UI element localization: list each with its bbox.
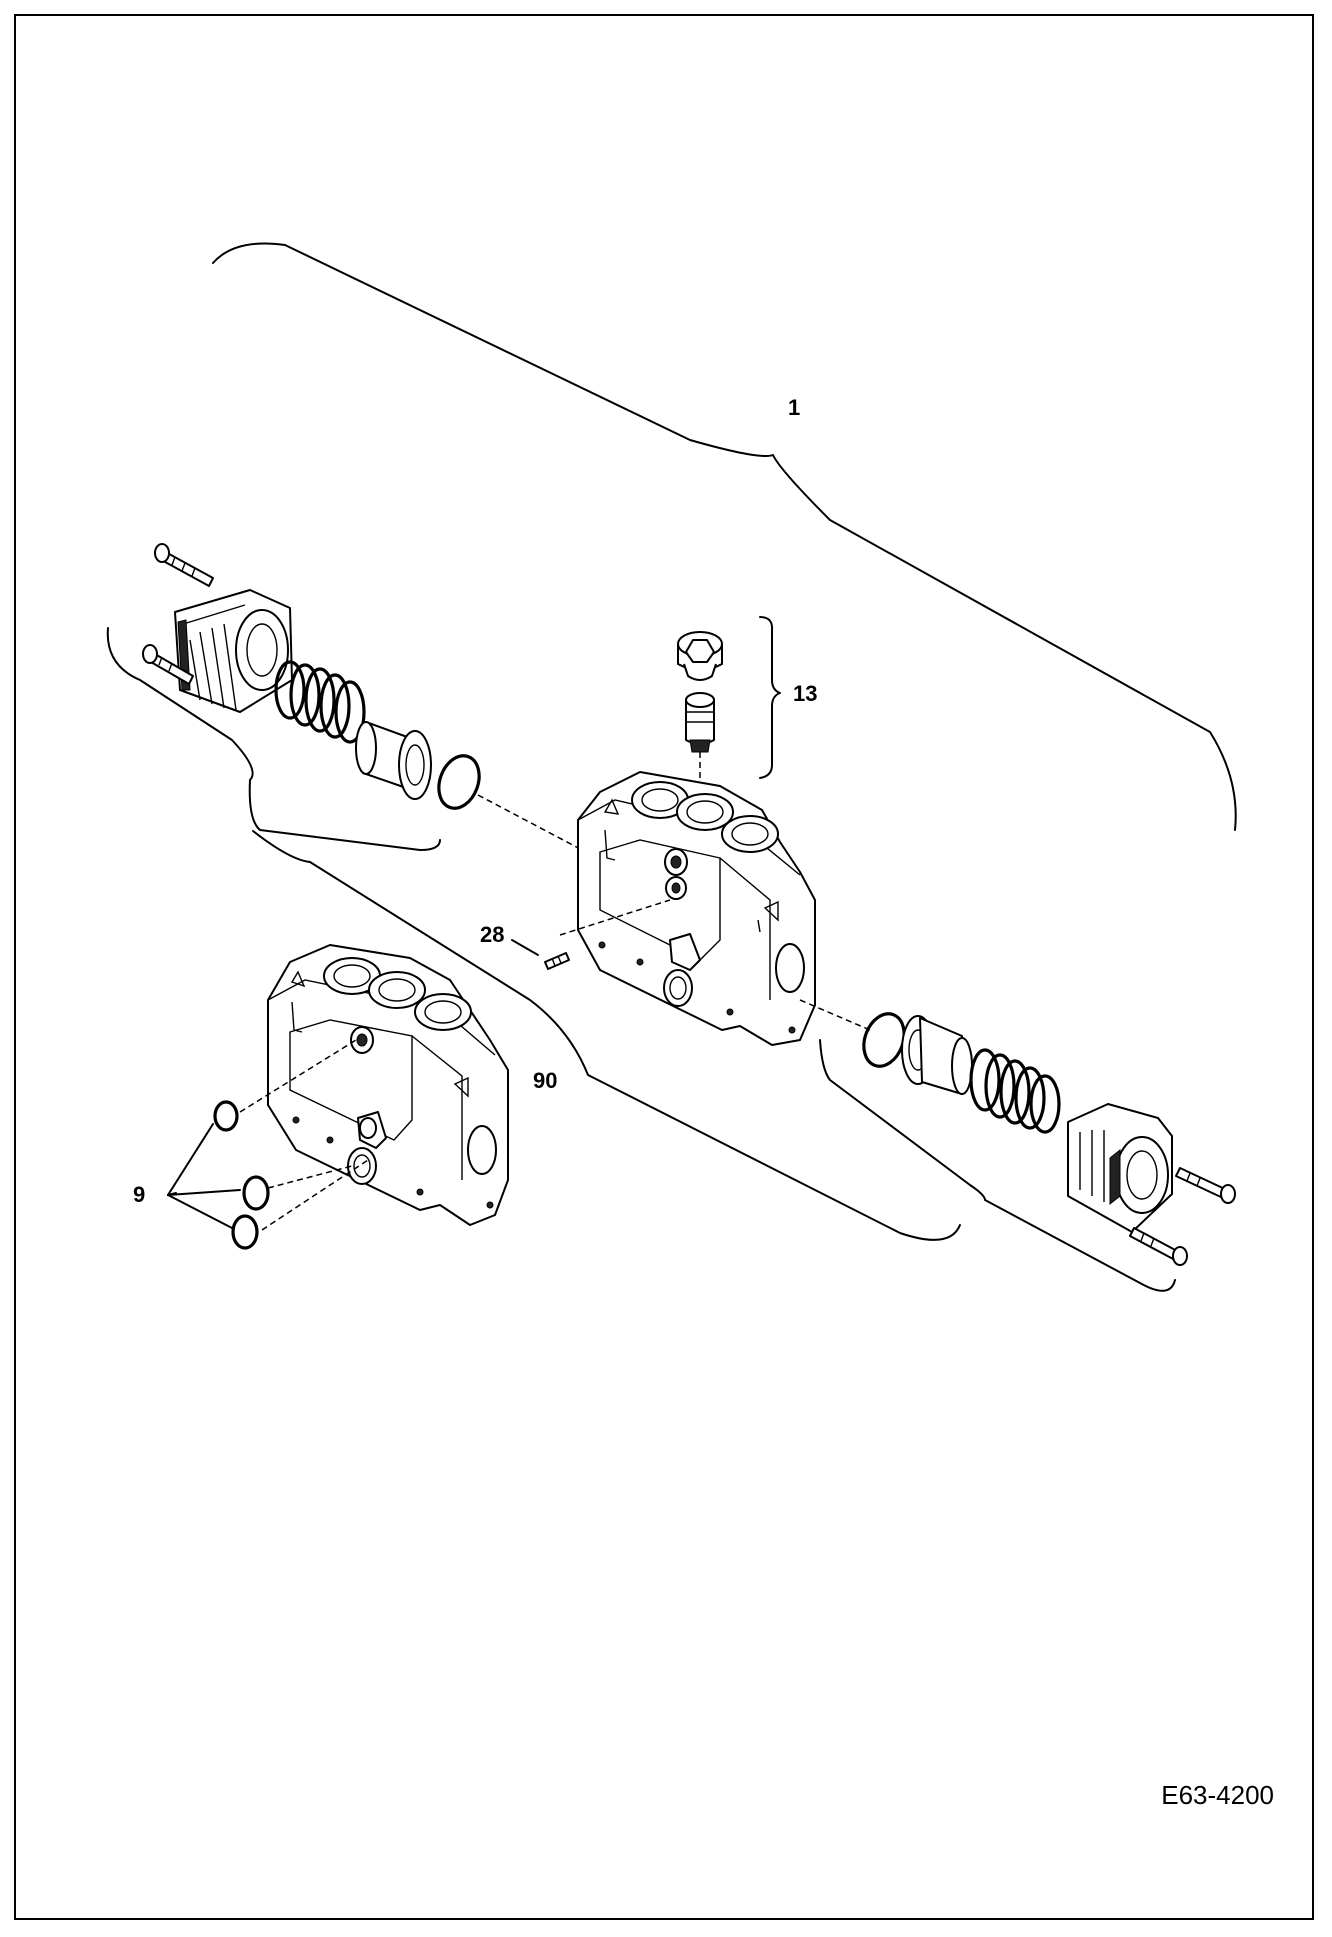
callout-90: 90: [533, 1068, 558, 1093]
brace-left-spool-group: [106, 627, 441, 851]
right-end-cap: [1067, 1103, 1173, 1233]
right-cap-bolt-upper: [1175, 1167, 1236, 1204]
brace-assembly-1: [212, 242, 1237, 831]
left-spool-sleeve: [355, 721, 432, 800]
item-13-plug: [677, 631, 723, 681]
brace-item-90: [252, 830, 961, 1241]
right-spool-sleeve: [901, 1015, 973, 1095]
item-9-o-ring-middle: [242, 1175, 270, 1211]
item-9-o-ring-lower: [231, 1214, 259, 1250]
item-9-o-ring-upper: [213, 1100, 239, 1132]
brace-right-spool-group: [819, 1039, 1176, 1292]
bracket-item-13: [759, 616, 781, 779]
item-28-screw: [544, 952, 570, 970]
left-cap-bolt-upper: [154, 543, 214, 587]
callout-13: 13: [793, 681, 818, 706]
callout-1: 1: [788, 395, 801, 420]
right-cap-bolt-lower: [1129, 1227, 1188, 1266]
left-o-ring: [437, 754, 481, 810]
callout-28: 28: [480, 922, 505, 947]
right-spring: [969, 1048, 1061, 1134]
left-end-cap: [174, 589, 293, 713]
left-cap-bolt-lower: [142, 644, 194, 685]
item-13-check-valve: [685, 692, 715, 753]
main-valve-section: [577, 771, 816, 1046]
item-90-valve-section: [267, 944, 509, 1226]
callout-9: 9: [133, 1182, 146, 1207]
left-spring: [274, 660, 366, 744]
drawing-code: E63-4200: [1161, 1780, 1274, 1810]
